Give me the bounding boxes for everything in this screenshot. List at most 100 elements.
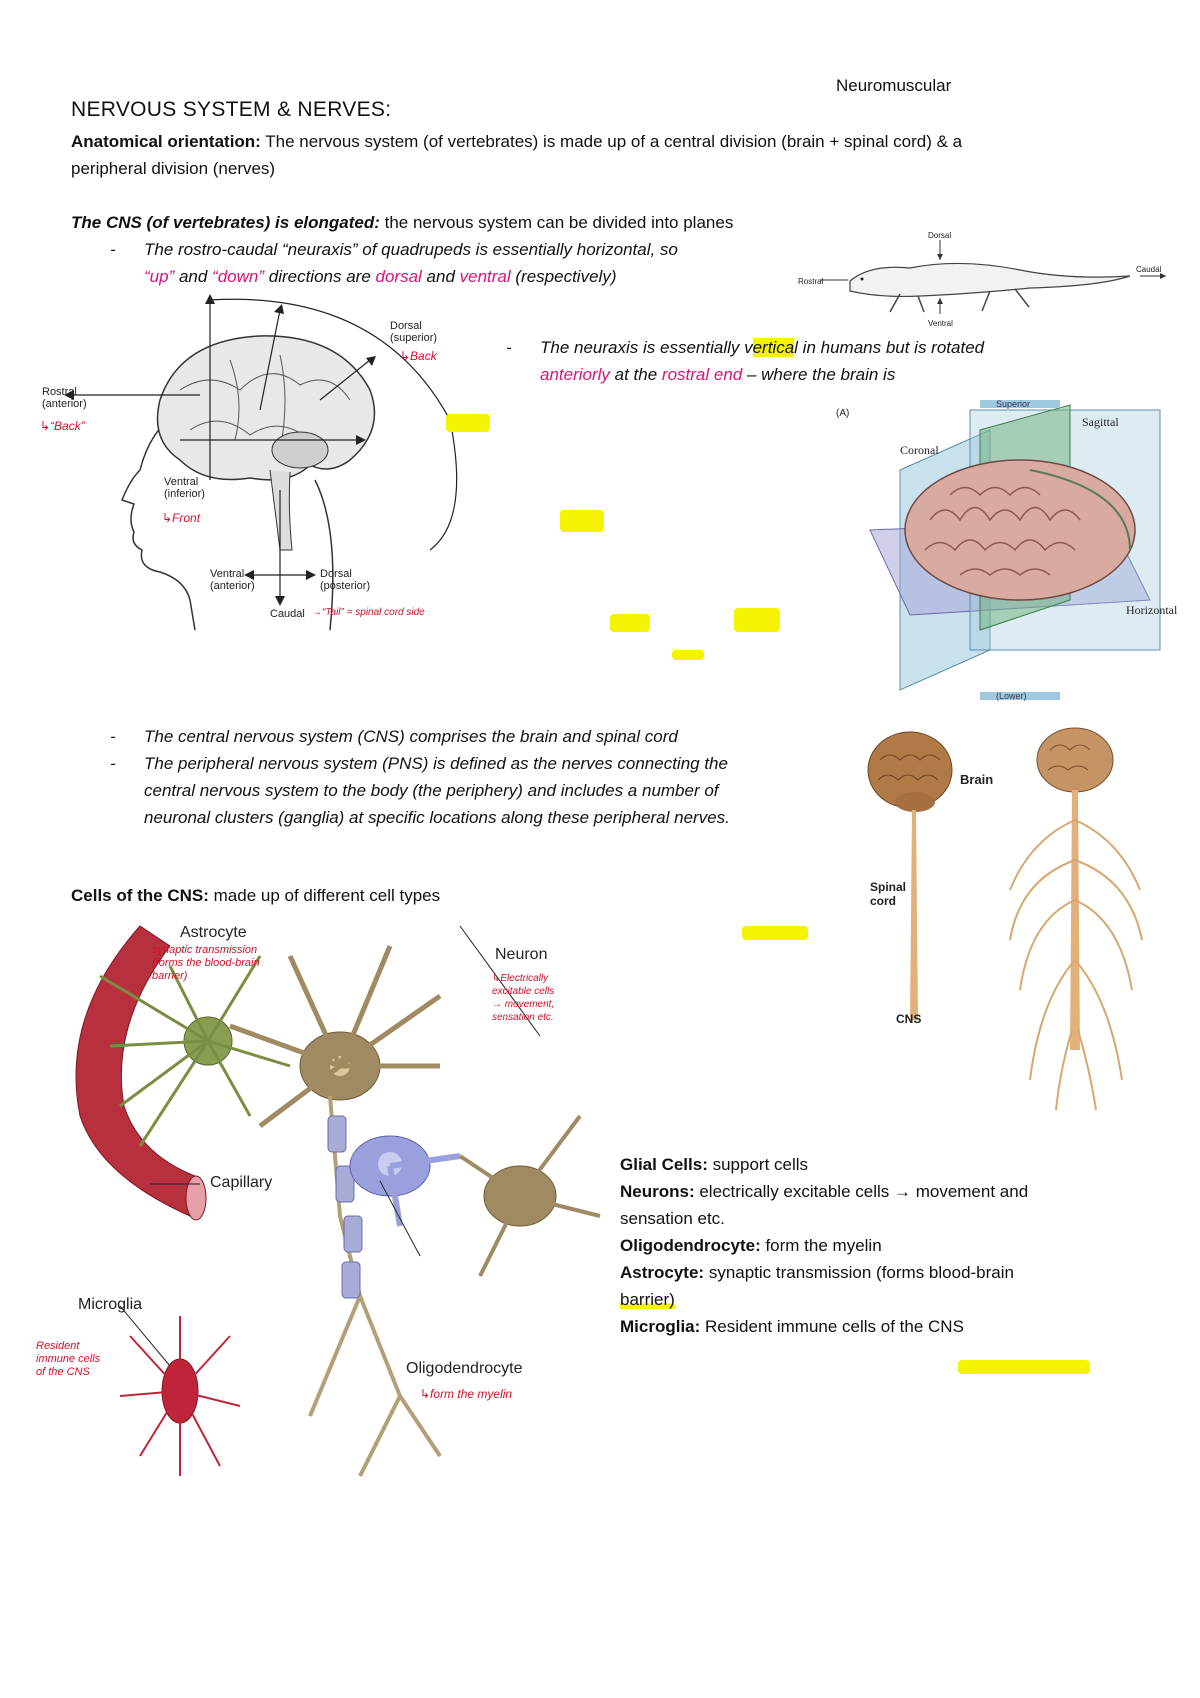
glial-label: Glial Cells:: [620, 1155, 708, 1174]
bullet1-up: “up”: [144, 267, 175, 286]
running-header: Neuromuscular: [836, 76, 952, 95]
neurons-text: electrically excitable cells → movement …: [694, 1182, 1029, 1201]
bullet2-at: at the: [609, 365, 662, 384]
bullet-pns-line2: central nervous system to the body (the …: [144, 781, 719, 800]
cns-cells-figure: Astrocyte synaptic transmission (forms t…: [36, 916, 620, 1516]
oligo-label: Oligodendrocyte:: [620, 1236, 761, 1255]
cns-label: CNS: [896, 1012, 922, 1026]
salamander-ventral-label: Ventral: [928, 319, 953, 328]
astro-text-2: barrier): [620, 1290, 675, 1309]
glossary-neurons-2: sensation etc.: [620, 1209, 725, 1228]
bullet2-rostral: rostral end: [661, 365, 743, 384]
horizontal-label: Horizontal: [1126, 603, 1178, 617]
cells-label: Cells of the CNS:: [71, 886, 209, 905]
spinal-cord-label: Spinal cord: [870, 880, 907, 908]
bullet-pns-line3: neuronal clusters (ganglia) at specific …: [144, 808, 730, 827]
astrocyte-note: synaptic transmission (forms the blood-b…: [152, 944, 260, 982]
capillary-label: Capillary: [210, 1174, 273, 1191]
oligodendrocyte-label: Oligodendrocyte: [406, 1360, 523, 1377]
page-title: NERVOUS SYSTEM & NERVES:: [71, 98, 392, 121]
cns-pns-figure: Brain Spinal cord CNS: [860, 727, 1180, 1120]
salamander-dorsal-label: Dorsal: [928, 231, 952, 240]
astro-label: Astrocyte:: [620, 1263, 705, 1282]
oligo-note: ↳form the myelin: [420, 1387, 513, 1401]
bullet1-line1: The rostro-caudal “neuraxis” of quadrupe…: [144, 240, 678, 259]
bullet1-dorsal: dorsal: [375, 267, 422, 286]
highlight-mark: [734, 608, 780, 632]
coronal-label: Coronal: [900, 443, 939, 457]
brain-head-drawing: [64, 294, 458, 631]
glossary-neurons: Neurons: electrically excitable cells → …: [620, 1178, 1140, 1205]
intro-text: The nervous system (of vertebrates) is m…: [260, 132, 963, 151]
bullet2-anteriorly: anteriorly: [540, 365, 610, 384]
cns-pns-drawing: [867, 727, 1143, 1111]
bullet1-mid: directions are: [264, 267, 376, 286]
salamander-drawing: [820, 240, 1166, 314]
ventral-anterior-label: Ventral (anterior): [210, 568, 255, 592]
front-note: ↳Front: [162, 511, 201, 525]
oligo-text: form the myelin: [760, 1236, 882, 1255]
bullet2-highlight: ertica: [752, 338, 795, 357]
highlight-mark: [446, 414, 490, 432]
cells-text: made up of different cell types: [208, 886, 441, 905]
astro-text: synaptic transmission (forms blood-brain: [704, 1263, 1014, 1282]
bullet-pns-line1: The peripheral nervous system (PNS) is d…: [144, 754, 728, 773]
back-note-2: ↳“Back”: [40, 419, 85, 433]
cns-elongated-line: The CNS (of vertebrates) is elongated: t…: [71, 209, 971, 236]
bullet1-ventral: ventral: [459, 267, 511, 286]
bullet1-down: “down”: [212, 267, 265, 286]
dorsal-posterior-label: Dorsal (posterior): [320, 568, 371, 592]
salamander-diagram: Dorsal Rostral Caudal Ventral: [798, 231, 1170, 336]
micro-label: Microglia:: [620, 1317, 701, 1336]
ventral-inferior-label: Ventral (inferior): [164, 476, 205, 500]
salamander-rostral-label: Rostral: [798, 277, 824, 286]
neuron-note: ↳Electrically excitable cells → movement…: [492, 973, 555, 1023]
glossary-glial: Glial Cells: support cells: [620, 1151, 1140, 1178]
cell-glossary: Glial Cells: support cells Neurons: elec…: [620, 1151, 1140, 1340]
microglia-label: Microglia: [78, 1296, 143, 1313]
rostral-anterior-label: Rostral (anterior): [42, 386, 87, 410]
neuron-label: Neuron: [495, 946, 548, 963]
salamander-caudal-label: Caudal: [1136, 265, 1162, 274]
planes-panel-label: (A): [836, 408, 850, 419]
bullet2-end: – where the brain is: [742, 365, 896, 384]
bullet1-end: (respectively): [510, 267, 617, 286]
planes-superior-label: Superior: [996, 399, 1031, 409]
bullet-cns-text: The central nervous system (CNS) compris…: [144, 727, 678, 746]
brain-orientation-diagram: Dorsal (superior) ↳Back Rostral (anterio…: [30, 294, 490, 670]
astrocyte-label: Astrocyte: [180, 924, 247, 941]
highlight-mark: [560, 510, 604, 532]
bullet-human-neuraxis: - The neuraxis is essentially vertical i…: [506, 338, 985, 384]
glial-text: support cells: [707, 1155, 809, 1174]
planes-inferior-label: (Lower): [996, 691, 1027, 701]
bullet-cns-definition: - The central nervous system (CNS) compr…: [110, 727, 678, 746]
caudal-label: Caudal: [270, 608, 305, 620]
cns-elongated-label: The CNS (of vertebrates) is elongated:: [71, 213, 380, 232]
bullet1-and2: and: [421, 267, 460, 286]
brain-planes-diagram: (A) Superior Sagittal Coronal Horizontal…: [830, 399, 1180, 701]
tail-note: →“Tail” = spinal cord side: [312, 607, 425, 618]
bullet1-and1: and: [174, 267, 213, 286]
microglia-note: Resident immune cells of the CNS: [36, 1340, 101, 1378]
cells-drawing: [75, 925, 601, 1477]
intro-paragraph: Anatomical orientation: The nervous syst…: [71, 128, 1131, 182]
back-note: ↳Back: [400, 349, 437, 363]
intro-label: Anatomical orientation:: [71, 132, 261, 151]
highlight-mark: [742, 926, 808, 940]
bullet-quadruped-neuraxis: - The rostro-caudal “neuraxis” of quadru…: [110, 240, 678, 286]
glossary-micro: Microglia: Resident immune cells of the …: [620, 1313, 1140, 1340]
glossary-astro: Astrocyte: synaptic transmission (forms …: [620, 1259, 1140, 1286]
highlight-mark: [672, 650, 704, 660]
brain-label: Brain: [960, 772, 994, 787]
micro-text: Resident immune cells of the CNS: [700, 1317, 964, 1336]
neurons-label: Neurons:: [620, 1182, 695, 1201]
bullet2-pre: The neuraxis is essentially v: [540, 338, 753, 357]
cells-of-cns-line: Cells of the CNS: made up of different c…: [71, 882, 771, 909]
highlight-mark: [610, 614, 650, 632]
highlight-mark: [958, 1360, 1090, 1374]
intro-text-2: peripheral division (nerves): [71, 159, 276, 178]
glossary-astro-2: barrier): [620, 1286, 1140, 1313]
cns-elongated-text: the nervous system can be divided into p…: [379, 213, 734, 232]
bullet2-post: l in humans but is rotated: [794, 338, 985, 357]
planes-drawing: [869, 400, 1161, 700]
